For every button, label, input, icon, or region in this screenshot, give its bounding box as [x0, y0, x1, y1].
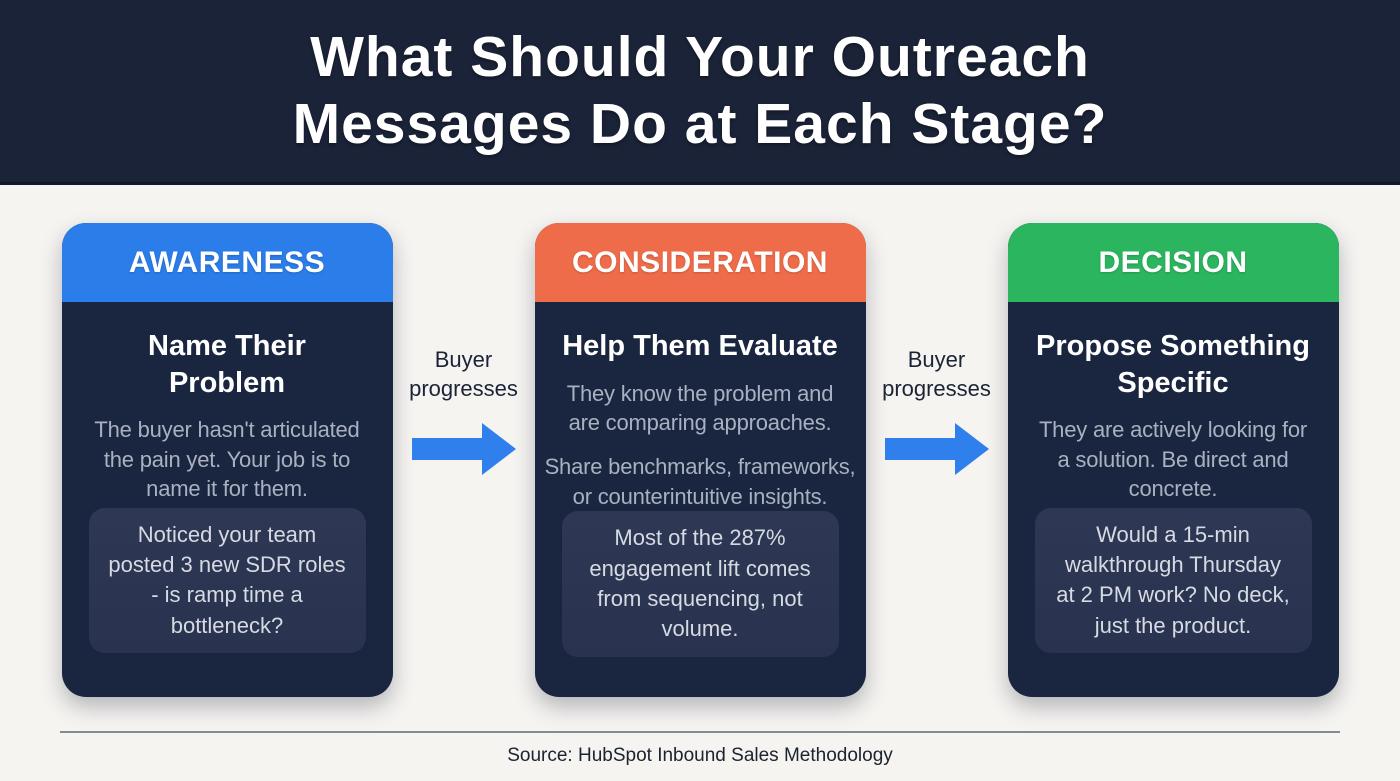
example-message-box: Most of the 287% engagement lift comes f… — [561, 511, 839, 657]
stage-header-decision: DECISION — [1007, 223, 1339, 302]
connector-label: Buyer progresses — [882, 347, 991, 402]
stages-row: AWARENESS Name Their Problem The buyer h… — [0, 185, 1400, 731]
stage-heading: Name Their Problem — [148, 330, 306, 399]
footer-divider — [60, 731, 1340, 733]
header-band: What Should Your Outreach Messages Do at… — [0, 0, 1400, 185]
stage-description: They know the problem and are comparing … — [566, 380, 834, 436]
stage-card-awareness: AWARENESS Name Their Problem The buyer h… — [61, 223, 393, 697]
stage-card-consideration: CONSIDERATION Help Them Evaluate They kn… — [534, 223, 866, 697]
stage-body-consideration: Help Them Evaluate They know the problem… — [535, 302, 866, 697]
example-message-text: Noticed your team posted 3 new SDR roles… — [108, 521, 346, 638]
stage-header-awareness: AWARENESS — [61, 223, 393, 302]
page-title: What Should Your Outreach Messages Do at… — [292, 25, 1108, 156]
stage-description: They are actively looking for a solution… — [1038, 417, 1308, 502]
stage-header-consideration: CONSIDERATION — [534, 223, 866, 302]
stage-body-awareness: Name Their Problem The buyer hasn't arti… — [62, 302, 393, 697]
stage-description: Share benchmarks, frameworks, or counter… — [544, 453, 856, 509]
stage-description: The buyer hasn't articulated the pain ye… — [94, 417, 360, 502]
right-arrow-icon — [411, 423, 516, 476]
right-arrow-icon — [884, 423, 989, 476]
stage-heading: Help Them Evaluate — [562, 330, 838, 362]
connector-consideration-to-decision: Buyer progresses — [866, 223, 1008, 476]
example-message-box: Would a 15-min walkthrough Thursday at 2… — [1034, 507, 1312, 653]
stage-card-decision: DECISION Propose Something Specific They… — [1007, 223, 1339, 697]
example-message-text: Would a 15-min walkthrough Thursday at 2… — [1056, 521, 1290, 638]
footer: Source: HubSpot Inbound Sales Methodolog… — [0, 731, 1400, 781]
stage-heading: Propose Something Specific — [1036, 330, 1310, 399]
example-message-box: Noticed your team posted 3 new SDR roles… — [88, 507, 366, 653]
source-attribution: Source: HubSpot Inbound Sales Methodolog… — [507, 745, 893, 766]
stage-name-label: AWARENESS — [128, 245, 326, 279]
connector-label: Buyer progresses — [409, 347, 518, 402]
stage-name-label: DECISION — [1098, 245, 1248, 279]
example-message-text: Most of the 287% engagement lift comes f… — [589, 525, 811, 642]
stage-name-label: CONSIDERATION — [572, 245, 828, 279]
stage-body-decision: Propose Something Specific They are acti… — [1008, 302, 1339, 697]
connector-awareness-to-consideration: Buyer progresses — [393, 223, 535, 476]
